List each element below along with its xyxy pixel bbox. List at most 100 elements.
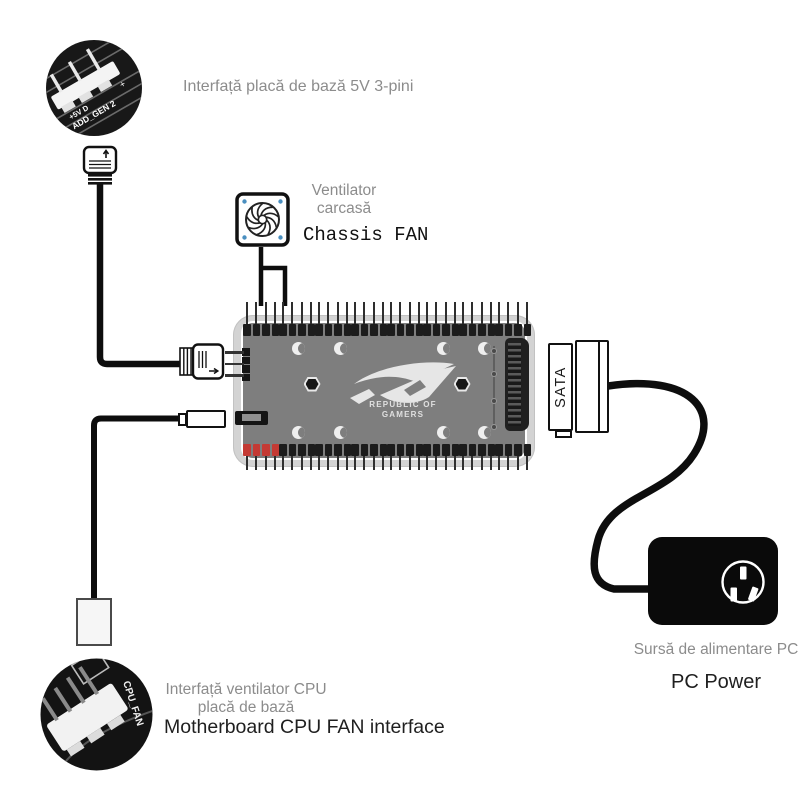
mount-hole	[291, 425, 305, 439]
label-cpu-ro-1: Interfață ventilator CPU	[165, 681, 327, 698]
pin-needle	[514, 302, 522, 324]
pin-group	[495, 324, 531, 336]
pin-needle	[478, 456, 486, 470]
hex-screw	[303, 376, 321, 392]
pin-contact	[307, 324, 315, 336]
pin-needle	[380, 302, 388, 324]
pin-contact	[243, 444, 251, 456]
pin-contact	[442, 324, 450, 336]
pin-group	[459, 324, 495, 336]
pin-group	[387, 324, 423, 336]
photo-plus-mark: +	[118, 79, 128, 90]
pin-needle	[433, 302, 441, 324]
pin-needle	[344, 302, 352, 324]
pin-needle	[387, 302, 395, 324]
pin-needle	[452, 456, 460, 470]
pin-group	[459, 456, 495, 470]
pin-contact	[423, 444, 431, 456]
cpu-fan-connector	[186, 409, 226, 428]
label-chassis-fan: Chassis FAN	[303, 224, 429, 246]
pin-contact	[459, 444, 467, 456]
pin-group	[315, 456, 351, 470]
pin-contact	[504, 444, 512, 456]
hub-left-pin	[241, 365, 250, 373]
arrow-up-icon	[102, 149, 110, 158]
pin-needle	[452, 302, 460, 324]
pin-contact	[343, 444, 351, 456]
connector-3pin-arrow	[179, 343, 225, 380]
pin-contact	[370, 324, 378, 336]
pin-needle	[406, 456, 414, 470]
hub-left-socket-slot	[242, 414, 261, 421]
pin-contact	[396, 444, 404, 456]
pin-contact	[324, 324, 332, 336]
pin-needle	[469, 302, 477, 324]
pin-group	[459, 302, 495, 324]
pin-contact	[468, 444, 476, 456]
pin-contact	[379, 444, 387, 456]
pin-contact	[478, 444, 486, 456]
plug-ribs	[88, 174, 112, 185]
cable-sata-to-power	[590, 379, 708, 593]
pin-contact	[279, 324, 287, 336]
pin-contact	[495, 444, 503, 456]
pin-group	[315, 444, 351, 456]
pin-contact	[415, 324, 423, 336]
pin-contact	[271, 324, 279, 336]
pin-group	[423, 324, 459, 336]
pin-contact	[495, 324, 503, 336]
pin-contact	[315, 444, 323, 456]
pin-contact	[523, 444, 531, 456]
pin-contact	[504, 324, 512, 336]
pin-contact	[334, 444, 342, 456]
pin-contact	[271, 444, 279, 456]
label-cpu-fan-en: Motherboard CPU FAN interface	[164, 716, 445, 738]
pin-contact	[351, 444, 359, 456]
pin-group	[351, 302, 387, 324]
pin-needle	[442, 456, 450, 470]
pin-needle	[272, 456, 280, 470]
pin-contact	[478, 324, 486, 336]
pin-needle	[505, 302, 513, 324]
pin-group	[243, 456, 279, 470]
sata-connector-back	[575, 340, 609, 433]
pin-needle	[524, 456, 532, 470]
hub-bottom-pin-row	[243, 444, 531, 456]
pin-group	[279, 302, 315, 324]
pin-contact	[387, 444, 395, 456]
pin-needle	[243, 456, 251, 470]
hub-top-pin-needles	[243, 302, 529, 324]
arrow-right-icon	[209, 367, 220, 375]
pin-needle	[423, 302, 431, 324]
pin-contact	[262, 444, 270, 456]
pin-needle	[298, 302, 306, 324]
brand-line1: REPUBLIC OF	[369, 400, 436, 409]
pin-group	[351, 456, 387, 470]
header-pins	[41, 666, 100, 722]
pin-needle	[433, 456, 441, 470]
sata-label: SATA	[552, 366, 569, 408]
header-body	[47, 683, 128, 751]
pin-contact	[406, 444, 414, 456]
fan-icon	[235, 192, 290, 247]
cable-5v-to-hub	[96, 184, 182, 368]
pin-needle	[325, 456, 333, 470]
pin-group	[495, 456, 531, 470]
pin-needle	[488, 302, 496, 324]
pin-needle	[308, 456, 316, 470]
hub-left-pin-lead	[225, 374, 244, 377]
pin-needle	[459, 456, 467, 470]
pin-needle	[423, 456, 431, 470]
pin-needle	[315, 456, 323, 470]
pin-group	[387, 456, 423, 470]
hinge-dot	[491, 398, 497, 404]
pin-needle	[370, 456, 378, 470]
pin-contact	[432, 444, 440, 456]
mount-hole	[291, 341, 305, 355]
pin-group	[387, 444, 423, 456]
pin-needle	[315, 302, 323, 324]
pin-needle	[406, 302, 414, 324]
hub-sata-port-teeth	[508, 343, 521, 426]
hub-left-pin-lead	[225, 351, 244, 354]
